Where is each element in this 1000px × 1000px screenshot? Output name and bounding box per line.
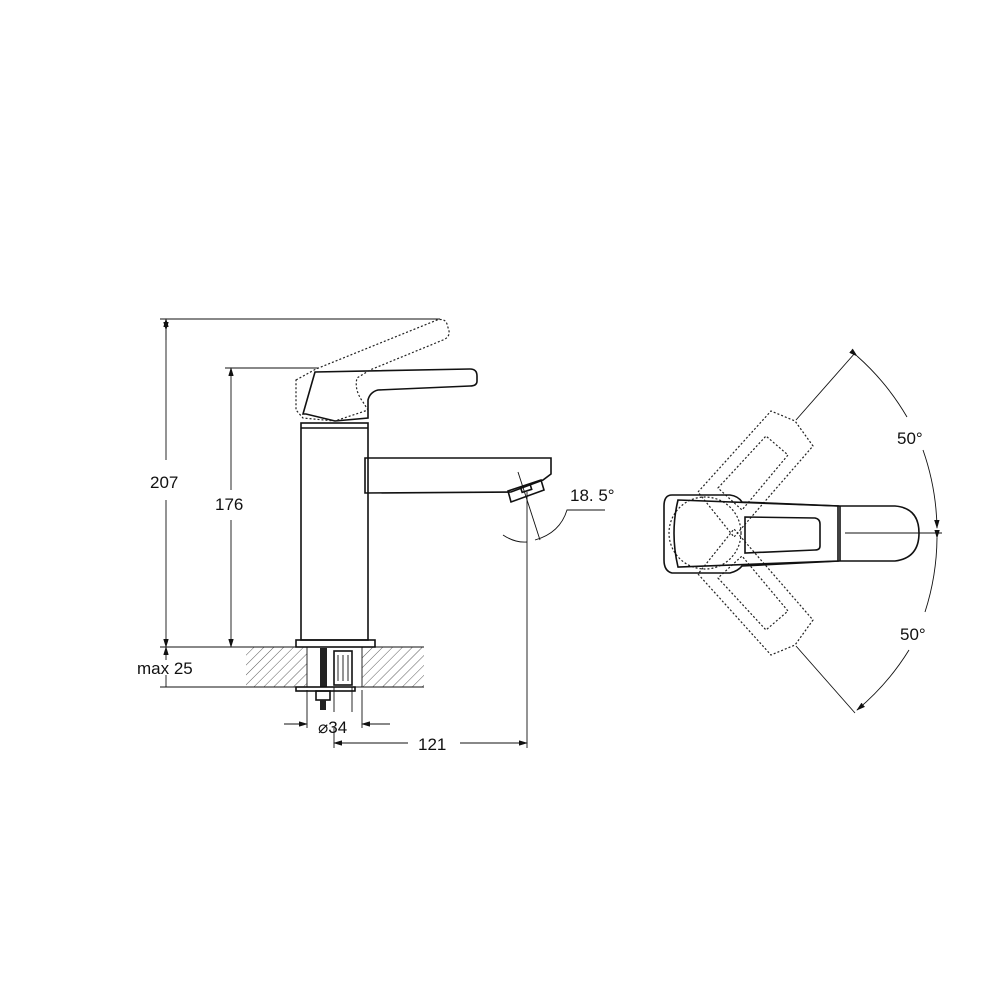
- handle-lever: [301, 368, 478, 422]
- handle-inset: [744, 516, 821, 554]
- dim-spout-angle: 18. 5°: [502, 471, 615, 543]
- dim-label-176: 176: [215, 495, 243, 514]
- handle-top-solid: [663, 494, 920, 574]
- dim-diameter-34: ⌀34: [284, 690, 390, 737]
- aerator: [507, 478, 545, 504]
- dim-label-121: 121: [418, 735, 446, 754]
- handle-raised-dashed: [295, 318, 450, 422]
- dim-121: 121: [333, 492, 528, 754]
- handle-rotated-down-dashed: [697, 528, 814, 656]
- dim-207: 207: [150, 318, 440, 648]
- dim-max-25: max 25: [137, 646, 193, 687]
- dim-label-207: 207: [150, 473, 178, 492]
- dim-176: 176: [215, 367, 318, 648]
- dim-label-18-5-deg: 18. 5°: [570, 486, 615, 505]
- dim-rotation: 50° 50°: [795, 348, 942, 714]
- dim-label-50-deg-up: 50°: [897, 429, 923, 448]
- dim-label-50-deg-down: 50°: [900, 625, 926, 644]
- dim-label-diameter-34: ⌀34: [318, 718, 347, 737]
- countertop: [160, 646, 424, 688]
- faucet-body: [295, 318, 552, 648]
- top-view: 50° 50°: [663, 348, 942, 714]
- side-view: 207 176 max 25 ⌀34: [137, 318, 615, 754]
- mounting-hardware: [295, 648, 356, 712]
- dim-label-max-25: max 25: [137, 659, 193, 678]
- handle-base-dashed: [668, 496, 742, 570]
